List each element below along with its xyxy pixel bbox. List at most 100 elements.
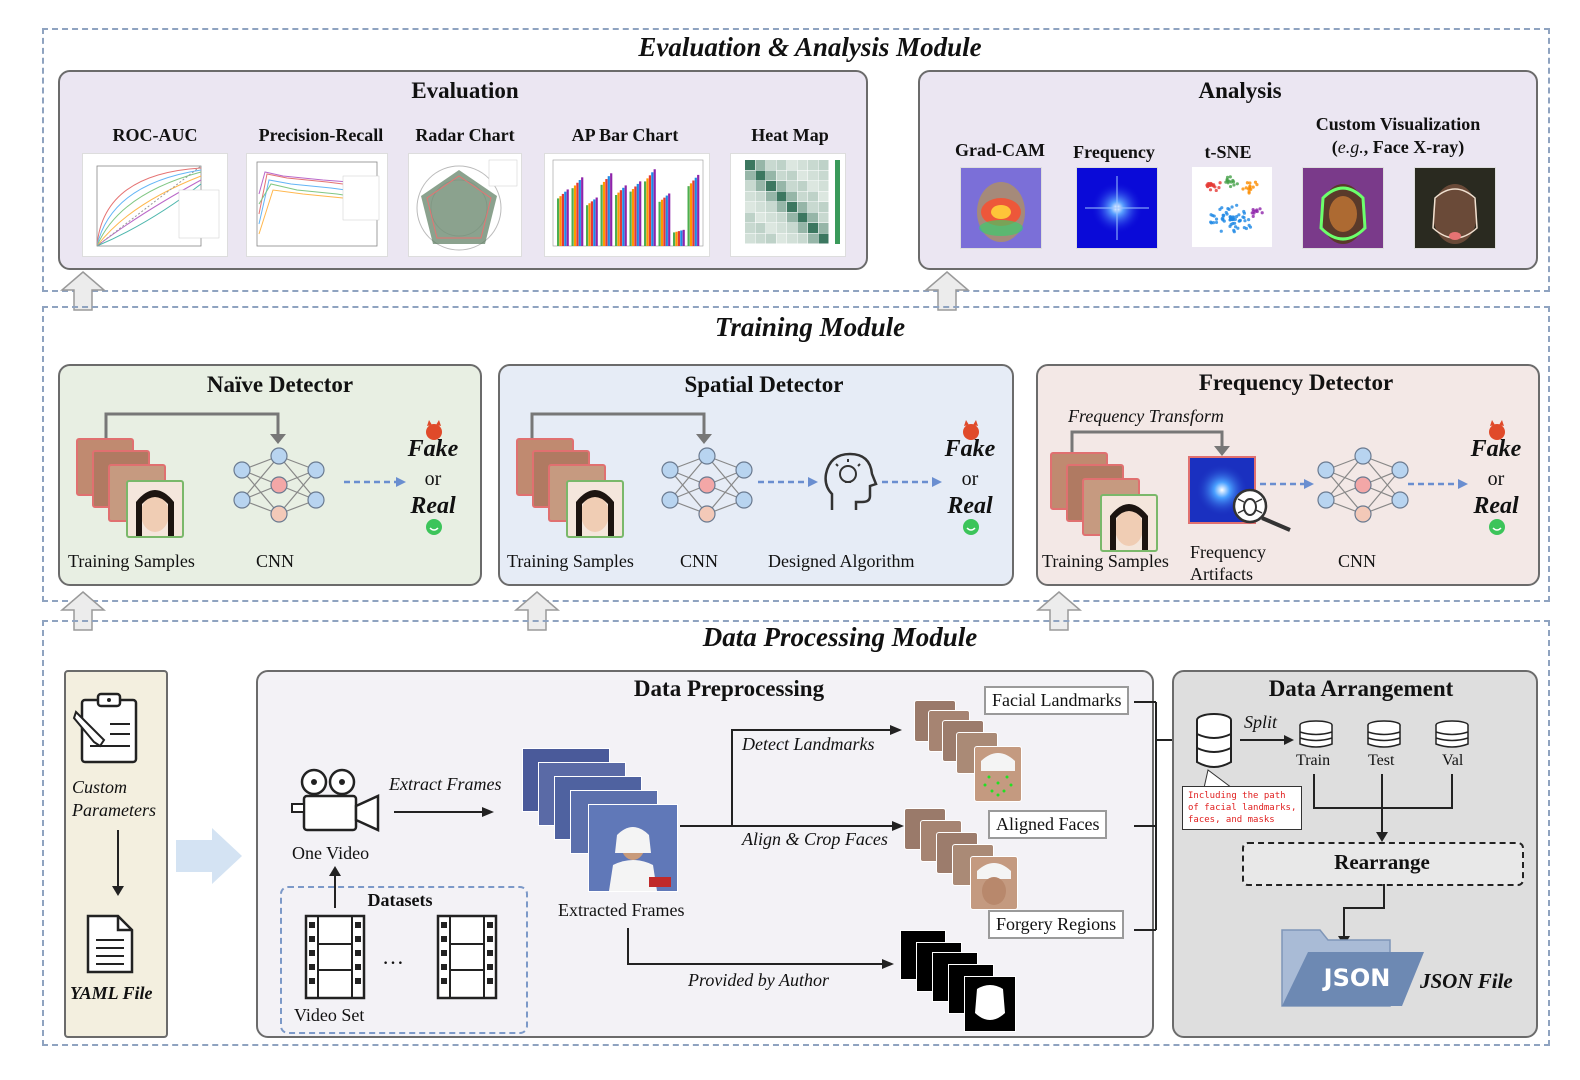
split-arrow — [1240, 735, 1294, 745]
spatial-detector-title: Spatial Detector — [684, 372, 844, 397]
frequency-transform-label: Frequency Transform — [1068, 406, 1224, 426]
training-module — [42, 306, 1550, 602]
extract-frames-label: Extract Frames — [389, 774, 502, 794]
landmark-faces-stack — [914, 700, 1024, 804]
video-set-label: Video Set — [294, 1005, 365, 1025]
radar-chart-thumbnail — [408, 153, 522, 257]
detect-landmarks-label: Detect Landmarks — [742, 734, 875, 754]
extracted-frames-label: Extracted Frames — [558, 900, 685, 920]
face-xray-image-2 — [1414, 167, 1496, 249]
train-label: Train — [1296, 752, 1331, 769]
custom-visualization-line1: Custom Visualization — [1315, 114, 1481, 134]
precision-recall-thumbnail — [246, 153, 388, 257]
naive-dashed-arrow — [344, 477, 406, 487]
yaml-file-icon — [86, 914, 134, 974]
yaml-down-arrow — [112, 830, 124, 896]
test-label: Test — [1368, 752, 1395, 769]
film-strip-icon-1 — [304, 914, 366, 1000]
precision-recall-label: Precision-Recall — [258, 125, 384, 145]
path-note: Including the path of facial landmarks, … — [1182, 786, 1303, 830]
custom-parameters-line1: Custom — [72, 777, 128, 797]
frequency-devil-icon — [1489, 420, 1505, 440]
frequency-dashed-arrow-1 — [1260, 479, 1314, 489]
datasets-up-arrow — [329, 866, 341, 908]
val-db-icon — [1435, 720, 1469, 748]
spatial-cnn-label: CNN — [680, 551, 719, 571]
frequency-training-samples-label: Training Samples — [1042, 551, 1169, 571]
frequency-artifacts-label-2: Artifacts — [1190, 564, 1253, 584]
json-label: JSON — [1323, 964, 1391, 992]
extracted-frames-stack — [522, 748, 682, 894]
spatial-real-label: Real — [947, 493, 993, 519]
spatial-dashed-arrow-2 — [882, 477, 942, 487]
up-arrow-train-3 — [1035, 591, 1083, 631]
grad-cam-label: Grad-CAM — [955, 140, 1045, 160]
data-processing-module-title: Data Processing Module — [702, 622, 978, 652]
frequency-cnn-icon — [1317, 447, 1409, 523]
spatial-cnn-icon — [661, 447, 753, 523]
ap-bar-chart-label: AP Bar Chart — [571, 125, 679, 145]
preprocessing-branch-arrows — [627, 725, 904, 969]
tsne-scatter-image — [1192, 167, 1272, 247]
frequency-detector-title: Frequency Detector — [1198, 370, 1394, 395]
database-icon — [1196, 713, 1232, 768]
spatial-or-label: or — [961, 468, 979, 490]
naive-devil-icon — [426, 420, 442, 440]
datasets-label: Datasets — [367, 890, 433, 910]
big-right-arrow — [176, 828, 242, 884]
head-lightbulb-icon — [824, 452, 878, 510]
frequency-label: Frequency — [1073, 142, 1155, 162]
json-file-label: JSON File — [1420, 969, 1513, 993]
roc-auc-thumbnail — [82, 153, 228, 257]
evaluation-analysis-module — [42, 28, 1550, 292]
data-preprocessing-title: Data Preprocessing — [633, 676, 825, 701]
analysis-title: Analysis — [1198, 78, 1282, 103]
naive-training-samples-label: Training Samples — [68, 551, 195, 571]
yaml-file-label: YAML File — [70, 983, 153, 1003]
datasets-box — [280, 886, 528, 1034]
naive-cnn-icon — [233, 447, 325, 523]
train-db-icon — [1299, 720, 1333, 748]
split-label: Split — [1244, 712, 1278, 732]
up-arrow-eval-2 — [923, 271, 971, 311]
heat-map-label: Heat Map — [751, 125, 829, 145]
evaluation-title: Evaluation — [411, 78, 519, 103]
roc-auc-label: ROC-AUC — [112, 125, 198, 145]
ap-bar-chart-thumbnail — [544, 153, 710, 257]
naive-fake-label: Fake — [407, 436, 459, 462]
custom-visualization-line2: (e.g., Face X-ray) — [1331, 137, 1465, 157]
training-module-title: Training Module — [714, 312, 906, 342]
provided-by-author-label: Provided by Author — [688, 970, 829, 990]
forgery-regions-callout: Forgery Regions — [988, 910, 1125, 939]
frequency-spectrum-image — [1076, 167, 1158, 249]
naive-detector-title: Naïve Detector — [206, 372, 354, 397]
merge-lines — [1313, 774, 1453, 842]
clipboard-pencil-icon — [72, 692, 138, 764]
json-folder-icon — [1281, 929, 1424, 1007]
radar-chart-label: Radar Chart — [415, 125, 515, 145]
val-label: Val — [1442, 752, 1464, 769]
spatial-fake-label: Fake — [944, 436, 996, 462]
data-processing-module — [42, 620, 1550, 1046]
spatial-skip-connection — [530, 412, 712, 444]
frequency-or-label: or — [1487, 468, 1505, 490]
up-arrow-train-2 — [513, 591, 561, 631]
frequency-training-samples — [1050, 452, 1160, 552]
facial-landmarks-callout: Facial Landmarks — [984, 686, 1130, 715]
spatial-devil-icon — [963, 420, 979, 440]
evaluation-analysis-module-title: Evaluation & Analysis Module — [638, 32, 982, 62]
frequency-smile-icon — [1489, 519, 1505, 535]
rearrange-label: Rearrange — [1334, 850, 1430, 874]
frequency-cnn-label: CNN — [1338, 551, 1377, 571]
frequency-skip-connection — [1070, 430, 1230, 456]
naive-training-samples — [76, 438, 186, 538]
bug-magnifier-icon — [1232, 488, 1291, 532]
frequency-dashed-arrow-2 — [1408, 479, 1468, 489]
designed-algorithm-label: Designed Algorithm — [768, 551, 915, 571]
naive-or-label: or — [424, 468, 442, 490]
custom-parameters-line2: Parameters — [72, 800, 156, 820]
frequency-artifacts-label-1: Frequency — [1190, 542, 1266, 562]
note-pointer — [1203, 769, 1234, 789]
spatial-smile-icon — [963, 519, 979, 535]
extract-frames-arrow — [394, 807, 494, 817]
